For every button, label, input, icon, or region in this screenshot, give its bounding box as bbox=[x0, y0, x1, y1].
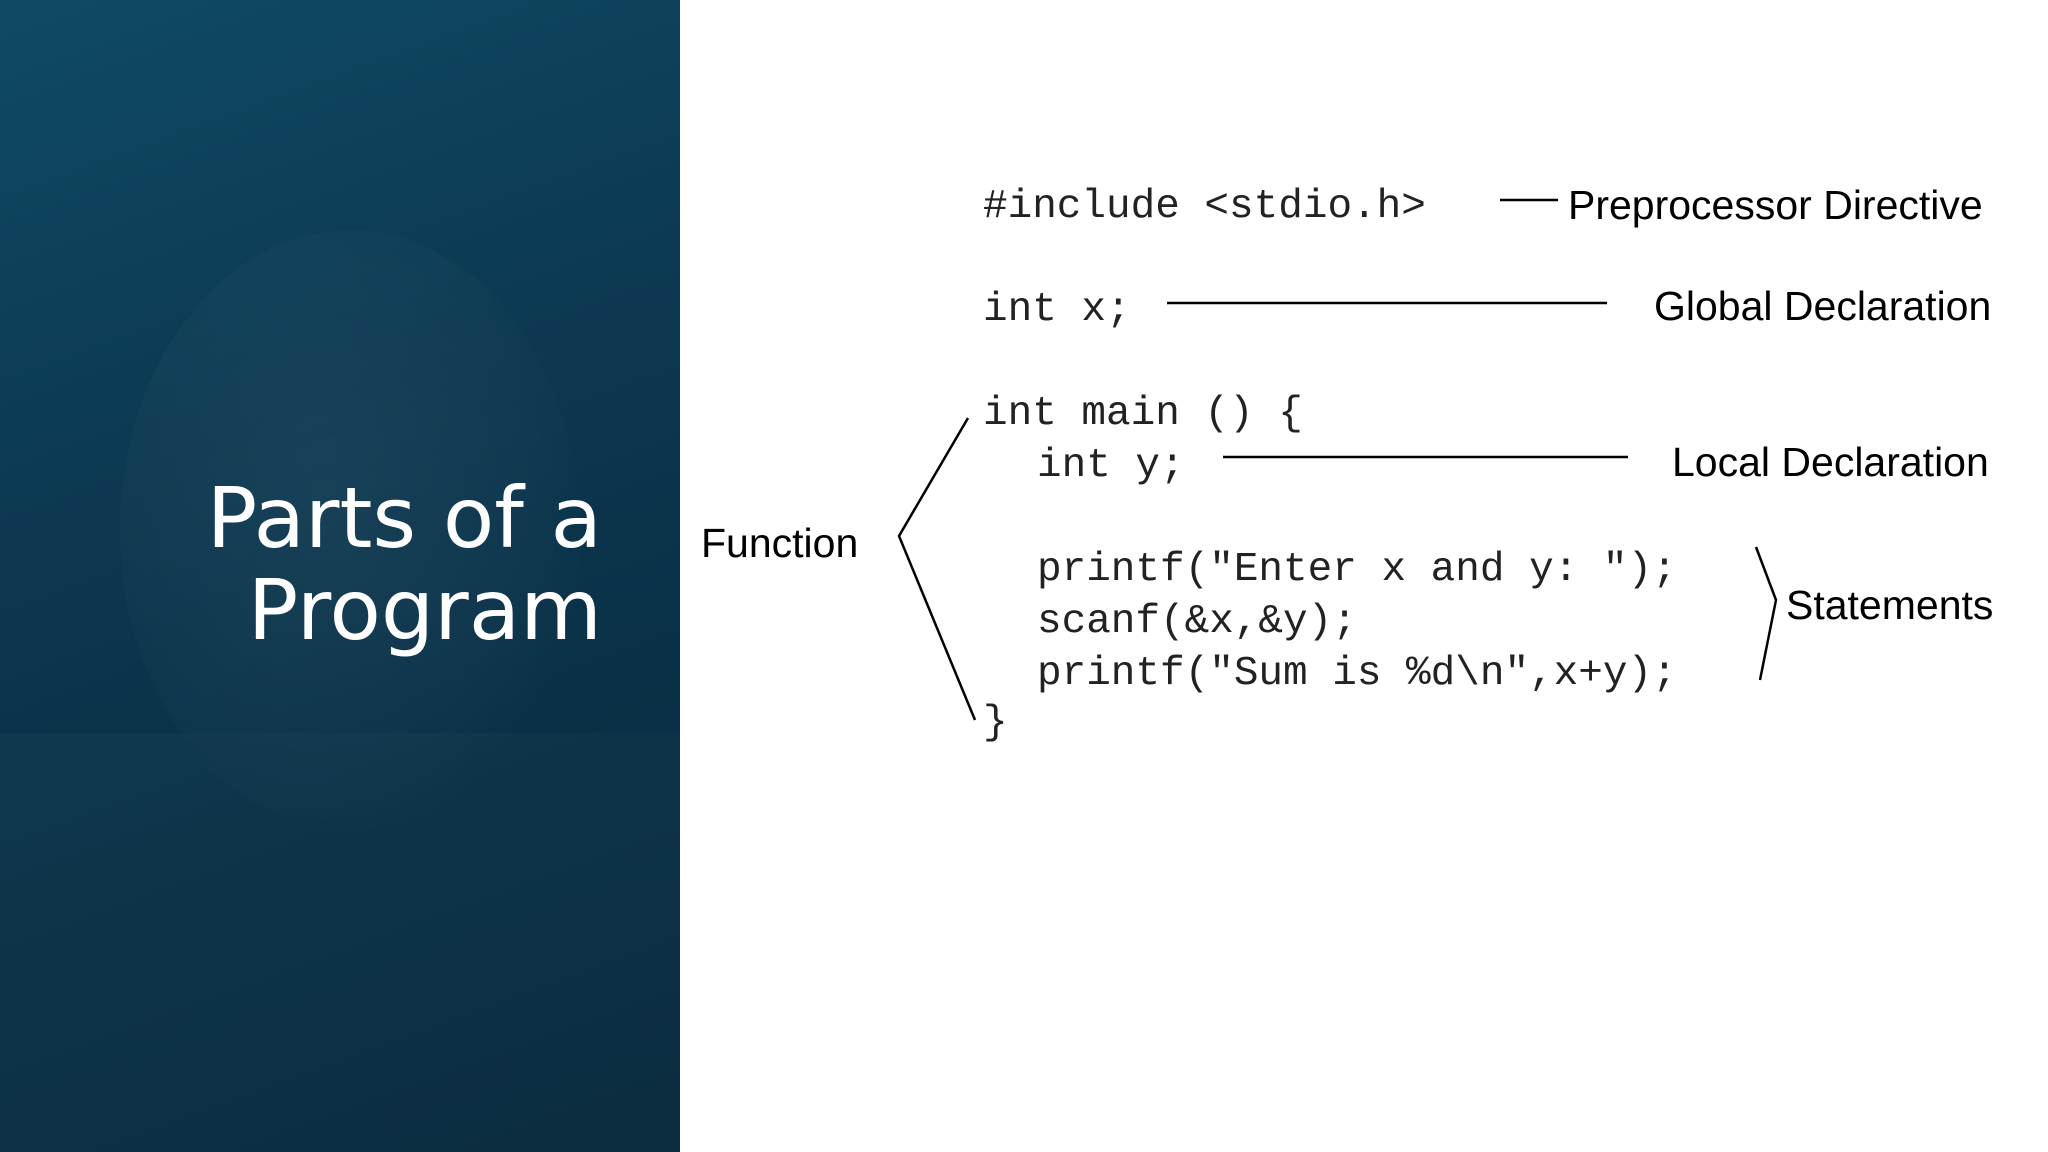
code-global-decl: int x; bbox=[983, 287, 1131, 333]
label-global-declaration: Global Declaration bbox=[1654, 283, 1991, 329]
code-statement-1: printf("Enter x and y: "); bbox=[1037, 547, 1677, 593]
code-include: #include <stdio.h> bbox=[983, 184, 1426, 230]
slide-title-line2: Program bbox=[247, 561, 602, 659]
statements-brace bbox=[1754, 546, 1778, 681]
function-bracket bbox=[897, 417, 977, 721]
label-local-declaration: Local Declaration bbox=[1672, 439, 1989, 485]
code-statement-2: scanf(&x,&y); bbox=[1037, 599, 1357, 645]
code-statement-3: printf("Sum is %d\n",x+y); bbox=[1037, 651, 1677, 697]
title-panel: Parts of a Program bbox=[0, 0, 680, 1152]
label-preprocessor-directive: Preprocessor Directive bbox=[1568, 182, 1983, 228]
slide-title: Parts of a Program bbox=[82, 472, 602, 656]
label-statements: Statements bbox=[1786, 582, 1993, 628]
decorative-circle bbox=[120, 230, 580, 830]
code-local-decl: int y; bbox=[1037, 443, 1185, 489]
code-main-open: int main () { bbox=[983, 391, 1303, 437]
code-main-close: } bbox=[983, 700, 1008, 746]
label-function: Function bbox=[701, 520, 858, 566]
slide-title-line1: Parts of a bbox=[206, 469, 602, 567]
